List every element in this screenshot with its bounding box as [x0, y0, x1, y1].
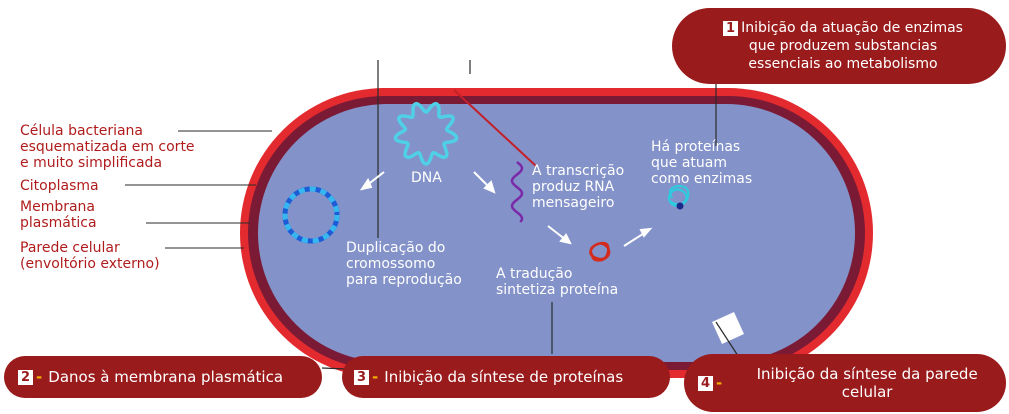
- transcription-line-2: produz RNA: [532, 179, 615, 195]
- callout-2: 2-Danos à membrana plasmática: [4, 356, 322, 398]
- duplication-text: Duplicação do cromossomo para reprodução: [346, 240, 462, 288]
- callout-1-number: 1: [723, 21, 739, 36]
- proteins-line-3: como enzimas: [651, 171, 753, 187]
- mrna-strand: [510, 161, 524, 223]
- callout-3-text: Inibição da síntese de proteínas: [384, 368, 624, 386]
- callout-4-number: 4: [698, 375, 714, 391]
- duplication-line-3: para reprodução: [346, 272, 462, 288]
- label-bacteria-line-2: esquematizada em corte: [20, 139, 195, 155]
- proteins-line-1: Há proteínas: [651, 139, 741, 155]
- callout-1-line-3: essenciais ao metabolismo: [748, 56, 938, 72]
- callout-2-number: 2: [18, 369, 34, 385]
- chromosome-dashes: [282, 186, 340, 244]
- proteins-line-2: que atuam: [651, 155, 727, 171]
- transcription-text: A transcrição produz RNA mensageiro: [532, 163, 624, 211]
- callout-4-line-2: celular: [841, 383, 893, 401]
- callout-3-dash: -: [372, 368, 379, 386]
- callout-3-number: 3: [354, 369, 370, 385]
- arrowhead-4: [639, 227, 653, 238]
- label-wall: Parede celular (envoltório externo): [20, 240, 160, 272]
- arrowhead-1: [359, 177, 373, 191]
- translation-line-2: sintetiza proteína: [496, 282, 619, 298]
- label-bacteria: Célula bacteriana esquematizada em corte…: [20, 123, 195, 171]
- arrowhead-3: [559, 233, 572, 245]
- label-bacteria-line-3: e muito simplificada: [20, 155, 163, 171]
- transcription-line-3: mensageiro: [532, 195, 615, 211]
- proteins-text: Há proteínas que atuam como enzimas: [651, 139, 752, 187]
- wall-gap: [712, 312, 744, 344]
- translation-text: A tradução sintetiza proteína: [496, 266, 618, 298]
- label-wall-line-1: Parede celular: [20, 240, 120, 256]
- label-membrane-line-1: Membrana: [20, 199, 96, 215]
- enzyme-squiggle: [667, 184, 690, 207]
- label-wall-line-2: (envoltório externo): [20, 256, 160, 272]
- arrowhead-2: [483, 180, 496, 194]
- callout-4-dash: -: [716, 374, 723, 392]
- label-bacteria-line-1: Célula bacteriana: [20, 123, 144, 139]
- translation-line-1: A tradução: [496, 266, 573, 282]
- callout-3: 3-Inibição da síntese de proteínas: [342, 356, 670, 398]
- dna-ring: [393, 101, 459, 166]
- label-membrane: Membrana plasmática: [20, 199, 97, 231]
- label-membrane-line-2: plasmática: [20, 215, 97, 231]
- callout-4: 4- Inibição da síntese da parede celular: [684, 354, 1006, 412]
- duplication-line-1: Duplicação do: [346, 240, 446, 256]
- transcription-line-1: A transcrição: [532, 163, 625, 179]
- callout-4-line-1: Inibição da síntese da parede: [756, 365, 978, 383]
- dna-label: DNA: [411, 170, 442, 186]
- callout-1-text-1: Inibição da atuação de enzimas: [741, 20, 963, 36]
- callout-2-text: Danos à membrana plasmática: [48, 368, 284, 386]
- callout-2-dash: -: [36, 368, 43, 386]
- label-cytoplasm: Citoplasma: [20, 178, 99, 194]
- protein-squiggle: [589, 241, 611, 262]
- callout-4-body: Inibição da síntese da parede celular: [728, 365, 1006, 401]
- duplication-line-2: cromossomo: [346, 256, 436, 272]
- callout-1-line-2: que produzem substancias: [748, 38, 938, 54]
- enzyme-core: [676, 202, 684, 210]
- leader-red: [453, 89, 537, 167]
